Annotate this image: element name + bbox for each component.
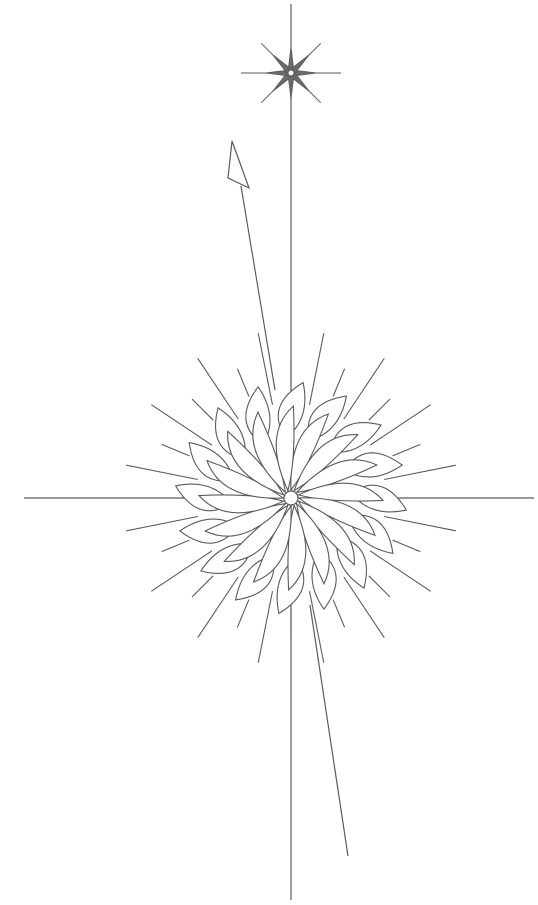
- rosette-short-ray: [162, 444, 190, 456]
- rosette-short-ray: [237, 600, 249, 628]
- rosette-ray: [370, 551, 431, 592]
- needle-shaft-north: [241, 186, 275, 390]
- rosette-ray: [198, 577, 239, 638]
- star-center: [288, 70, 294, 76]
- rosette-short-ray: [369, 399, 390, 420]
- rosette-ray: [151, 405, 212, 446]
- rosette-center-icon: [284, 491, 298, 505]
- rosette-ray: [258, 591, 272, 663]
- rosette-short-ray: [192, 576, 213, 597]
- needle-arrowhead-icon: [228, 141, 249, 188]
- rosette-ray: [344, 358, 385, 419]
- rosette-short-ray: [333, 369, 345, 397]
- rosette-short-ray: [369, 576, 390, 597]
- rosette-short-ray: [237, 369, 249, 397]
- rosette-ray: [384, 517, 456, 531]
- rosette-short-ray: [162, 540, 190, 552]
- needle-shaft-south: [310, 605, 348, 856]
- rosette-short-ray: [192, 399, 213, 420]
- star-icon: [241, 23, 341, 123]
- rosette-short-ray: [393, 540, 421, 552]
- rosette-short-ray: [333, 600, 345, 628]
- rosette-short-ray: [393, 444, 421, 456]
- rosette-ray: [126, 465, 198, 479]
- rosette-ray: [310, 333, 324, 405]
